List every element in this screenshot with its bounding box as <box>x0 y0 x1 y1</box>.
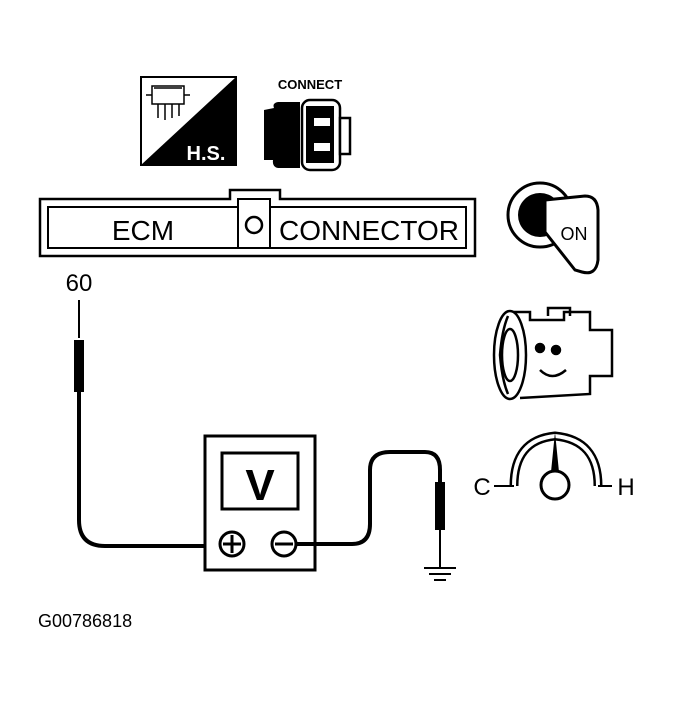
figure-id: G00786818 <box>38 611 132 631</box>
ignition-on-label: ON <box>561 224 588 244</box>
voltmeter: V <box>203 434 317 572</box>
pin-number: 60 <box>66 270 93 297</box>
connector-sketch-icon <box>146 85 190 120</box>
voltmeter-label: V <box>245 461 275 510</box>
ground-symbol-icon <box>424 567 456 581</box>
gauge-hot-label: H <box>617 474 634 501</box>
gauge-needle-hub-icon <box>539 469 571 501</box>
temperature-gauge: C H <box>473 431 635 501</box>
connector-lock-circle <box>244 215 264 235</box>
ecm-connector: ECM CONNECTOR <box>38 188 477 258</box>
connect-icon: CONNECT <box>264 77 352 172</box>
gauge-cold-label: C <box>473 474 490 501</box>
negative-probe-lead <box>296 450 445 568</box>
ecm-label: ECM <box>112 215 174 246</box>
positive-probe-lead <box>74 300 218 548</box>
ignition-key-icon: ON <box>506 181 600 275</box>
hs-label: H.S. <box>187 143 226 165</box>
connector-label: CONNECTOR <box>279 215 459 246</box>
engine-icon <box>492 306 614 401</box>
harness-connector-icon: H.S. <box>140 76 237 166</box>
connect-label: CONNECT <box>278 77 342 92</box>
